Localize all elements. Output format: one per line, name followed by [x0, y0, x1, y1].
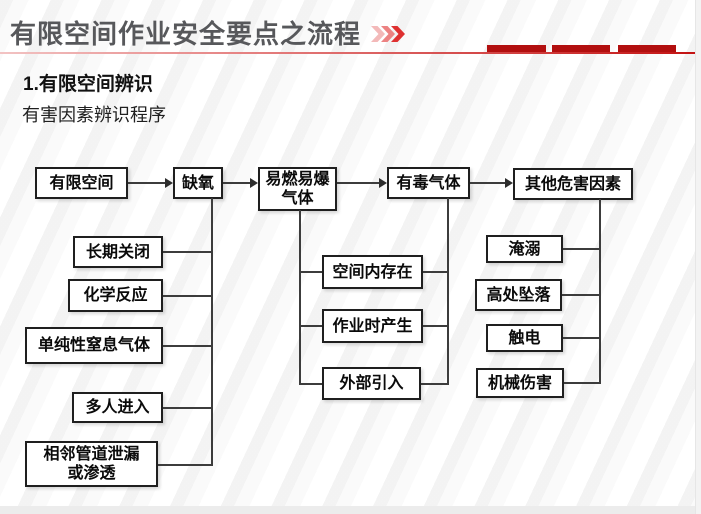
hazard-box-mechanical-injury: 机械伤害: [476, 368, 564, 398]
flow-arrow-line: [128, 182, 165, 184]
arrow-right-icon: [505, 178, 513, 188]
source-box-produced-during-work: 作业时产生: [322, 309, 423, 343]
connector-line: [163, 251, 211, 253]
connector-line: [299, 271, 322, 273]
connector-line: [299, 383, 322, 385]
connector-line: [421, 383, 449, 385]
flow-box-flammable-explosive-gas: 易燃易爆 气体: [258, 167, 337, 211]
connector-line: [564, 382, 599, 384]
connector-line: [299, 325, 322, 327]
hazard-box-drowning: 淹溺: [486, 235, 563, 263]
cause-box-simple-asphyxiant-gas: 单纯性窒息气体: [25, 327, 163, 364]
arrow-right-icon: [165, 178, 173, 188]
page-title: 有限空间作业安全要点之流程: [10, 19, 362, 49]
slide-right-edge: [695, 0, 701, 514]
flow-box-oxygen-deficiency: 缺氧: [173, 167, 223, 199]
connector-line: [423, 325, 449, 327]
cause-box-multiple-entry: 多人进入: [72, 392, 163, 423]
cause-box-adjacent-pipe-leak: 相邻管道泄漏 或渗透: [25, 441, 158, 487]
flow-box-confined-space: 有限空间: [35, 167, 128, 199]
section-heading: 1.有限空间辨识: [23, 74, 153, 95]
source-box-external-introduction: 外部引入: [322, 367, 421, 400]
drop-line-other: [599, 199, 601, 384]
drop-line-oxygen: [211, 198, 213, 466]
arrow-right-icon: [250, 178, 258, 188]
hazard-box-electric-shock: 触电: [486, 324, 563, 352]
flow-box-toxic-gas: 有毒气体: [387, 167, 470, 199]
source-box-existing-in-space: 空间内存在: [322, 255, 423, 289]
header-dash: [618, 45, 676, 52]
title-underline-rule: [0, 52, 701, 54]
connector-line: [562, 294, 599, 296]
connector-line: [563, 248, 599, 250]
flow-arrow-line: [470, 182, 505, 184]
cause-box-chemical-reaction: 化学反应: [68, 279, 163, 312]
triple-chevron-right-icon: [371, 26, 405, 42]
drop-line-toxic: [447, 198, 449, 385]
connector-line: [163, 345, 211, 347]
arrow-right-icon: [379, 178, 387, 188]
header-dash: [552, 45, 610, 52]
connector-line: [163, 407, 211, 409]
connector-line: [423, 271, 449, 273]
connector-line: [158, 464, 211, 466]
connector-line: [163, 295, 211, 297]
section-subheading: 有害因素辨识程序: [22, 105, 166, 125]
header-dash: [487, 45, 546, 52]
flow-arrow-line: [223, 182, 250, 184]
flow-box-other-hazards: 其他危害因素: [513, 168, 633, 200]
slide-bottom-edge: [0, 506, 701, 514]
drop-line-flammable: [299, 210, 301, 385]
hazard-box-fall-from-height: 高处坠落: [475, 279, 562, 311]
cause-box-long-term-closed: 长期关闭: [73, 236, 163, 268]
connector-line: [563, 337, 599, 339]
flow-arrow-line: [337, 182, 379, 184]
